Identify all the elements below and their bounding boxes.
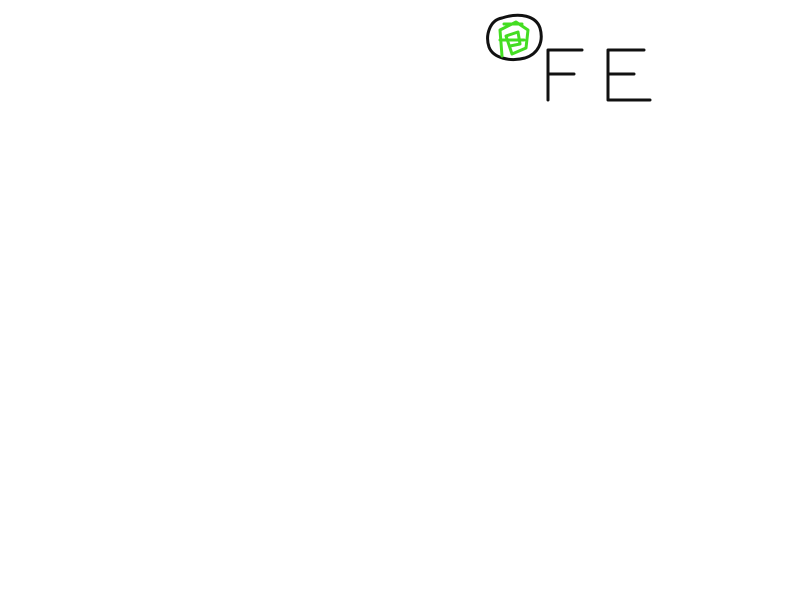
- node-fe: [486, 13, 652, 102]
- node-fe-marker: [486, 13, 543, 62]
- node-fe-label-strokes: [546, 48, 652, 102]
